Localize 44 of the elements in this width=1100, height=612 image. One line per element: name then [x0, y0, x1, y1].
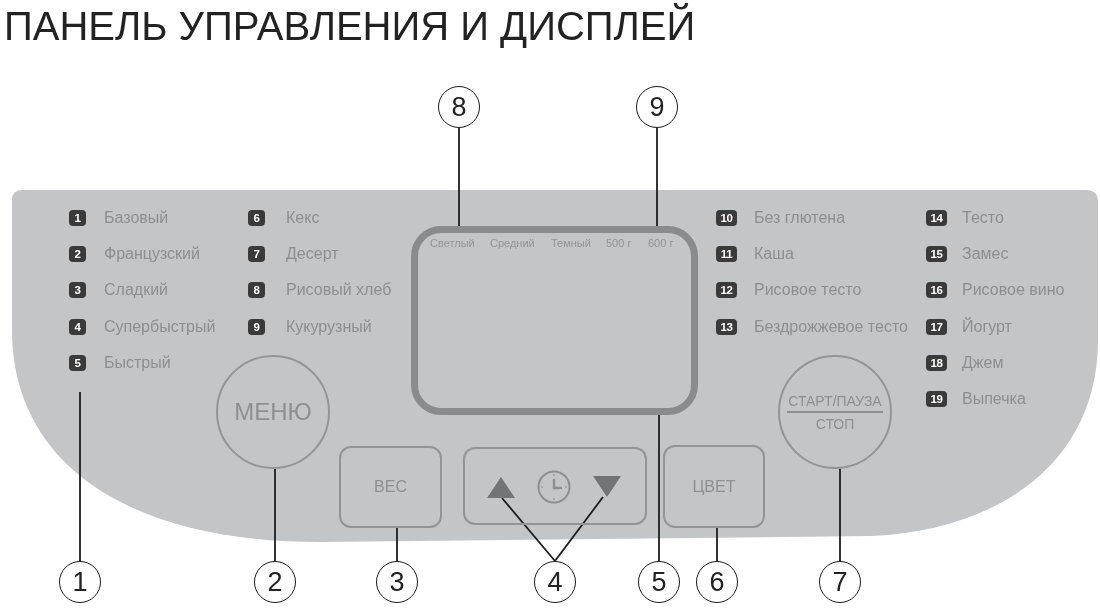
program-number: 3 — [69, 282, 86, 298]
program-number: 1 — [69, 210, 86, 226]
program-number: 15 — [926, 246, 947, 262]
up-arrow-icon — [487, 477, 515, 498]
program-number: 9 — [248, 319, 265, 335]
program-number: 14 — [926, 210, 947, 226]
leader-line — [716, 527, 718, 562]
page-title: ПАНЕЛЬ УПРАВЛЕНИЯ И ДИСПЛЕЙ — [4, 2, 696, 50]
program-number: 4 — [69, 319, 86, 335]
leader-line — [79, 391, 81, 562]
callout-number: 3 — [376, 561, 418, 603]
leader-line — [458, 127, 460, 227]
callout-number: 1 — [59, 561, 101, 603]
program-number: 13 — [716, 319, 737, 335]
program-number: 6 — [248, 210, 265, 226]
program-number: 17 — [926, 319, 947, 335]
program-number: 12 — [716, 282, 737, 298]
leader-line — [839, 467, 841, 562]
program-number: 10 — [716, 210, 737, 226]
program-number: 16 — [926, 282, 947, 298]
display-screen — [411, 226, 698, 415]
callout-number: 6 — [696, 561, 738, 603]
callout-number: 7 — [819, 561, 861, 603]
leader-line — [658, 414, 660, 562]
program-number: 2 — [69, 246, 86, 262]
leader-line — [274, 468, 276, 562]
callout-number: 4 — [534, 561, 576, 603]
program-number: 5 — [69, 355, 86, 371]
program-number: 7 — [248, 246, 265, 262]
program-number: 18 — [926, 355, 947, 371]
arrow-keys-panel — [463, 447, 647, 525]
callout-number: 8 — [438, 86, 480, 128]
control-panel — [12, 190, 1098, 543]
program-number: 8 — [248, 282, 265, 298]
callout-number: 9 — [636, 86, 678, 128]
down-arrow-icon — [593, 476, 621, 497]
callout-number: 5 — [638, 561, 680, 603]
leader-line — [501, 497, 556, 562]
program-number: 11 — [716, 246, 737, 262]
leader-line — [396, 527, 398, 562]
leader-line — [554, 496, 604, 562]
callout-number: 2 — [254, 561, 296, 603]
leader-line — [656, 127, 658, 227]
program-number: 19 — [926, 391, 947, 407]
